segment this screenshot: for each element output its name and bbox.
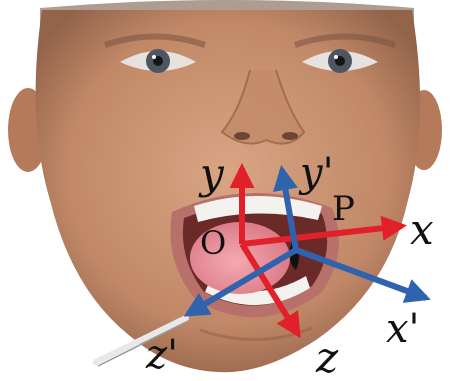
left-nostril <box>234 132 250 140</box>
red-z-label: z <box>315 333 339 381</box>
blue-x-label: x' <box>386 306 420 352</box>
right-nostril <box>282 132 298 140</box>
face-illustration <box>8 0 442 372</box>
red-x-label: x <box>410 205 434 254</box>
red-y-label: y <box>198 149 225 198</box>
blue-z-label: z' <box>145 332 178 378</box>
origin-o-label: O <box>200 224 226 262</box>
blue-y-label: y' <box>298 150 334 196</box>
point-p-label: P <box>332 189 355 229</box>
